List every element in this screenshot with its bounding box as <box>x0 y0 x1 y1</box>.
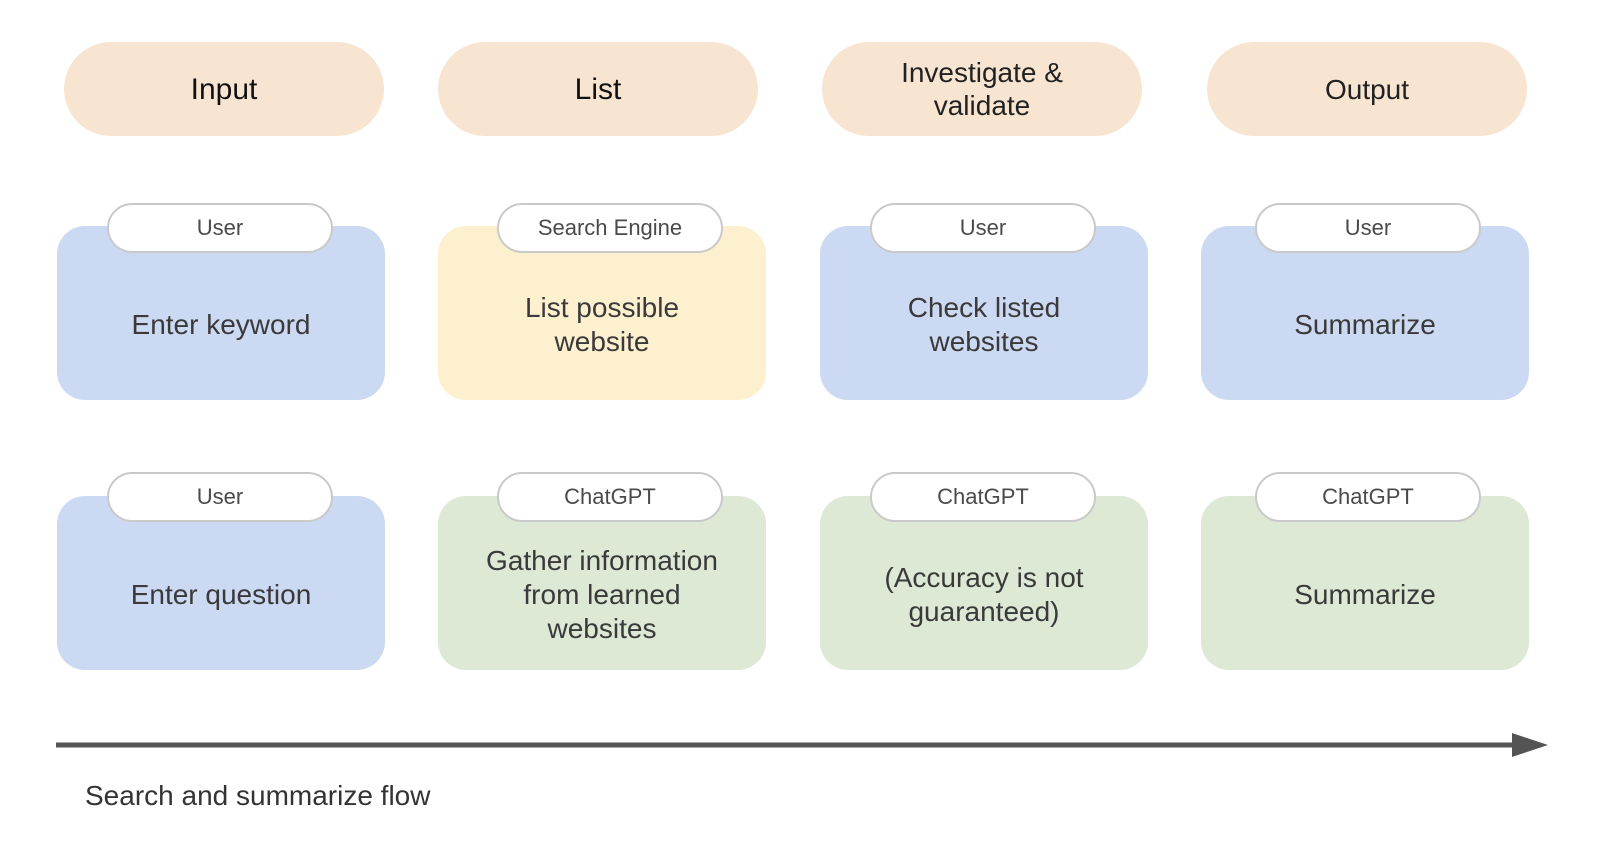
flow-arrow-head <box>1512 733 1548 757</box>
card-text: List possible website <box>524 292 680 357</box>
actor-badge-user: User <box>107 203 333 253</box>
actor-badge-chatgpt: ChatGPT <box>870 472 1096 522</box>
stage-investigate-validate: Investigate & validate <box>822 42 1142 136</box>
card-text: Gather information from learned websites <box>486 545 718 644</box>
actor-badge-user: User <box>107 472 333 522</box>
flow-arrow <box>56 733 1548 757</box>
actor-badge-user: User <box>1255 203 1481 253</box>
card-accuracy-not-guaranteed: (Accuracy is not guaranteed) <box>820 496 1148 670</box>
stage-input: Input <box>64 42 384 136</box>
card-check-listed-websites: Check listed websites <box>820 226 1148 400</box>
card-text: Summarize <box>1294 579 1436 610</box>
card-text: (Accuracy is not guaranteed) <box>884 562 1084 627</box>
actor-badge-chatgpt: ChatGPT <box>497 472 723 522</box>
card-text: Check listed websites <box>907 292 1061 357</box>
card-text: Enter question <box>130 579 312 610</box>
card-enter-keyword: Enter keyword <box>57 226 385 400</box>
card-list-possible-website: List possible website <box>438 226 766 400</box>
card-gather-information: Gather information from learned websites <box>438 496 766 670</box>
stage-list: List <box>438 42 758 136</box>
card-text: Enter keyword <box>131 309 311 340</box>
actor-badge-chatgpt: ChatGPT <box>1255 472 1481 522</box>
actor-badge-user: User <box>870 203 1096 253</box>
card-summarize: Summarize <box>1201 226 1529 400</box>
flow-label: Search and summarize flow <box>85 780 431 811</box>
card-enter-question: Enter question <box>57 496 385 670</box>
stage-output: Output <box>1207 42 1527 136</box>
card-summarize: Summarize <box>1201 496 1529 670</box>
actor-badge-search-engine: Search Engine <box>497 203 723 253</box>
card-text: Summarize <box>1294 309 1436 340</box>
